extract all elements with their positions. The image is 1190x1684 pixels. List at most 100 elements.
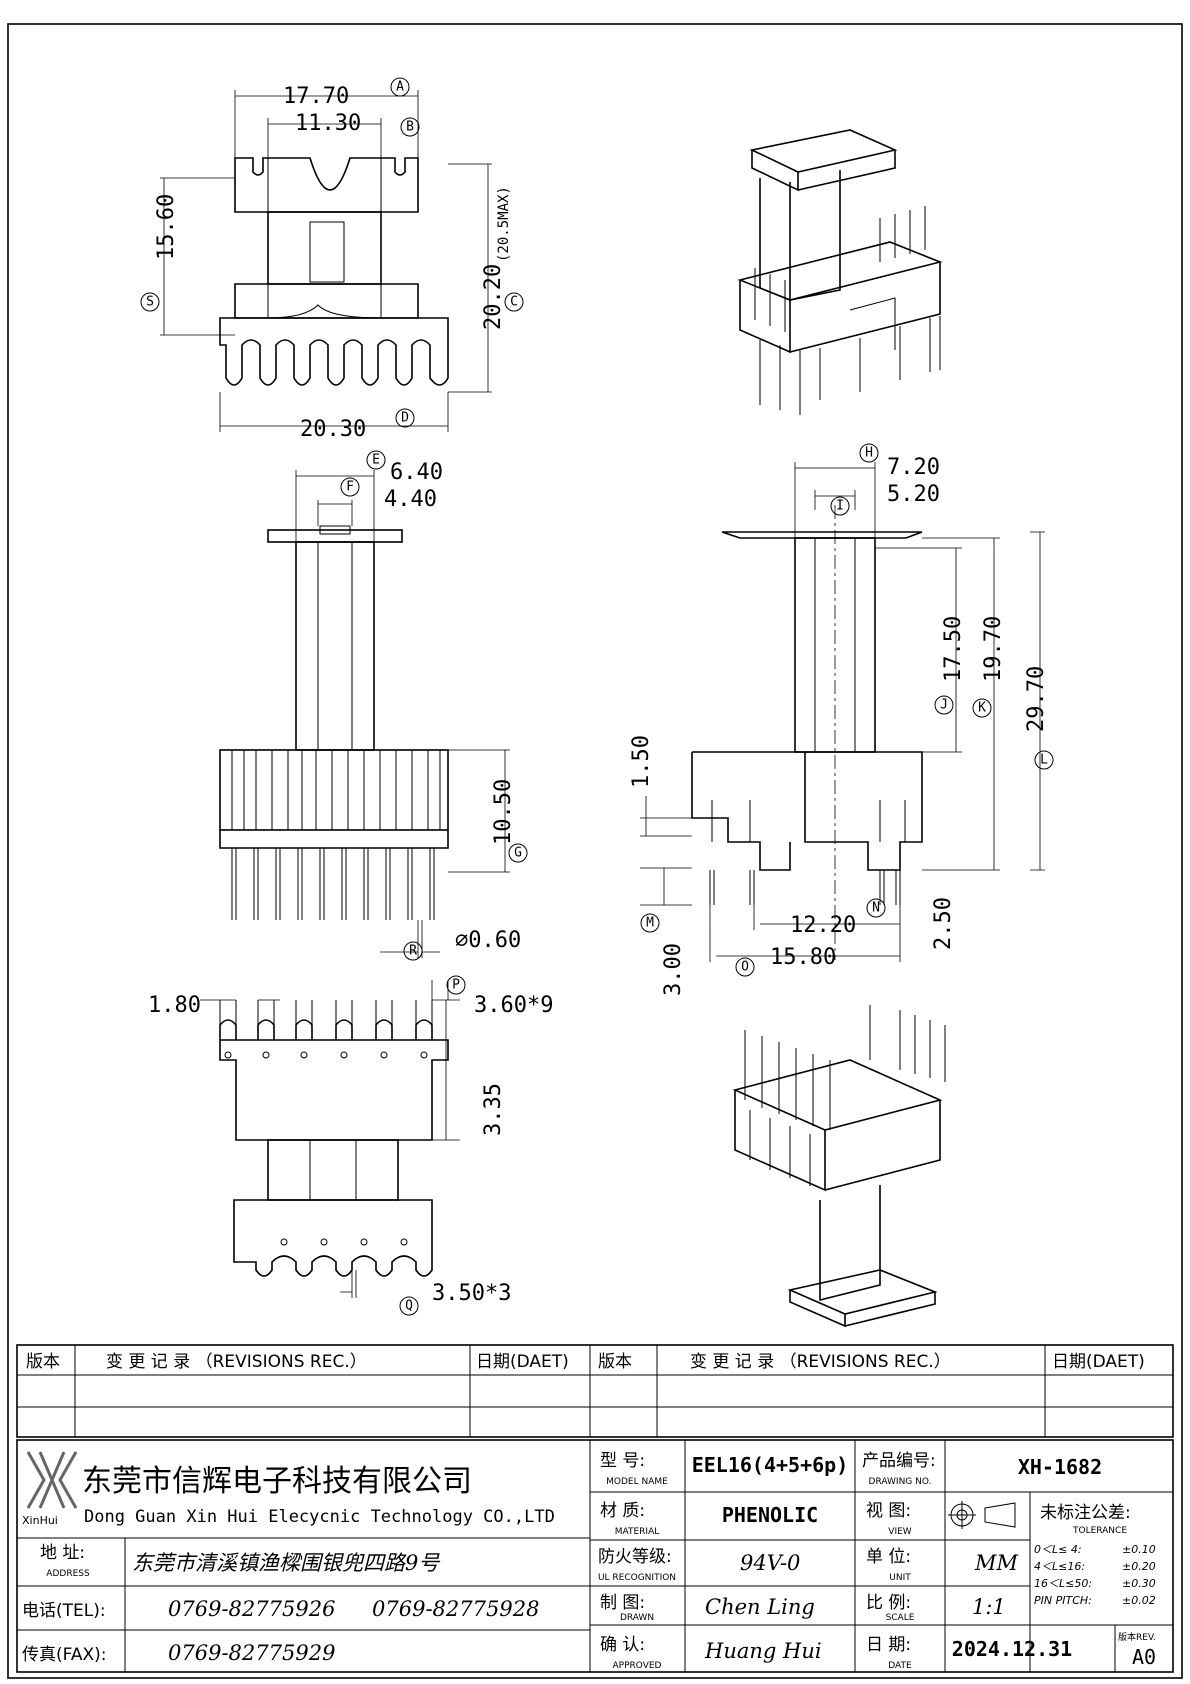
dim-f: 4.40 [384, 487, 437, 512]
marker-m: M [646, 916, 654, 931]
rev-label: 版本REV. [1118, 1631, 1156, 1643]
dim-o: 15.80 [770, 945, 836, 970]
rev-col-date-left: 日期(DAET) [476, 1352, 569, 1372]
rev-col-version-left: 版本 [26, 1352, 60, 1372]
material-label: 材 质: [600, 1501, 645, 1521]
marker-a: A [396, 80, 404, 95]
marker-f: F [346, 480, 354, 495]
tolerance-value-3: ±0.30 [1122, 1577, 1156, 1590]
drawn-value: Chen Ling [705, 1595, 815, 1619]
approved-sub: APPROVED [613, 1661, 662, 1671]
bottom-view [200, 980, 460, 1298]
address-sub: ADDRESS [46, 1569, 90, 1579]
dim-side-top: 1.50 [629, 735, 654, 788]
fax-label: 传真(FAX): [22, 1645, 107, 1665]
dim-j: 17.50 [941, 616, 966, 682]
dim-m: 3.00 [661, 943, 686, 996]
tolerance-value-4: ±0.02 [1122, 1594, 1156, 1607]
tel-1: 0769-82775926 [168, 1597, 335, 1621]
drawn-label: 制 图: [600, 1593, 645, 1613]
dim-q: 3.50*3 [432, 1281, 511, 1306]
drawing-no-value: XH-1682 [1018, 1455, 1102, 1479]
marker-c: C [510, 295, 518, 310]
tolerance-range-4: PIN PITCH: [1034, 1594, 1092, 1607]
date-value: 2024.12.31 [952, 1637, 1072, 1661]
marker-h: H [865, 446, 873, 461]
dim-p: 3.60*9 [474, 993, 553, 1018]
view-label: 视 图: [866, 1501, 911, 1521]
dim-k: 19.70 [981, 616, 1006, 682]
dim-n-right: 2.50 [931, 897, 956, 950]
address-label: 地 址: [40, 1543, 85, 1563]
marker-i: I [836, 499, 844, 514]
rev-col-date-right: 日期(DAET) [1052, 1352, 1145, 1372]
marker-b: B [406, 120, 414, 135]
rev-col-version-right: 版本 [598, 1352, 632, 1372]
dim-b: 11.30 [295, 111, 361, 136]
unit-value: MM [974, 1551, 1019, 1575]
marker-j: J [940, 698, 948, 713]
tel-2: 0769-82775928 [372, 1597, 539, 1621]
drawing-no-sub: DRAWING NO. [869, 1477, 932, 1487]
drawn-sub: DRAWN [620, 1613, 654, 1623]
model-label: 型 号: [600, 1451, 645, 1471]
top-view [160, 90, 492, 432]
marker-d: D [401, 411, 409, 426]
company-name-en: Dong Guan Xin Hui Elecycnic Technology C… [84, 1507, 555, 1527]
marker-l: L [1040, 753, 1048, 768]
tolerance-range-3: 16＜L≤50: [1034, 1577, 1092, 1590]
drawing-no-label: 产品编号: [862, 1451, 936, 1471]
projection-symbol-icon [948, 1501, 1016, 1529]
marker-g: G [514, 846, 522, 861]
marker-k: K [978, 701, 986, 716]
scale-sub: SCALE [886, 1613, 915, 1623]
scale-label: 比 例: [866, 1593, 911, 1613]
dim-l: 29.70 [1024, 666, 1049, 732]
dimension-labels: 17.70 11.30 15.60 20.20 (20.5MAX) 20.30 … [148, 84, 1049, 1306]
tolerance-range-1: 0＜L≤ 4: [1034, 1543, 1082, 1556]
logo-caption: XinHui [22, 1514, 58, 1527]
marker-n: N [872, 901, 880, 916]
rev-col-record-right: 变 更 记 录 （REVISIONS REC.） [690, 1352, 951, 1372]
tolerance-range-2: 4＜L≤16: [1034, 1560, 1085, 1573]
address-value: 东莞市清溪镇渔樑围银兜四路9号 [132, 1551, 440, 1575]
dim-s: 15.60 [154, 194, 179, 260]
dim-i: 5.20 [887, 482, 940, 507]
material-value: PHENOLIC [722, 1503, 818, 1527]
title-block: XinHui 东莞市信辉电子科技有限公司 Dong Guan Xin Hui E… [16, 1439, 1174, 1673]
tolerance-sub: TOLERANCE [1072, 1526, 1127, 1536]
ul-sub: UL RECOGNITION [598, 1573, 676, 1583]
dim-bottom-height: 3.35 [481, 1083, 506, 1136]
unit-label: 单 位: [866, 1547, 911, 1567]
company-logo: XinHui [22, 1451, 78, 1527]
front-view [219, 470, 510, 958]
tolerance-value-1: ±0.10 [1122, 1543, 1156, 1556]
dim-d: 20.30 [300, 417, 366, 442]
marker-o: O [741, 960, 749, 975]
date-label: 日 期: [866, 1635, 911, 1655]
dim-r: ⌀0.60 [455, 928, 521, 953]
dim-c-note: (20.5MAX) [496, 186, 512, 262]
rev-col-record-left: 变 更 记 录 （REVISIONS REC.） [106, 1352, 367, 1372]
approved-label: 确 认: [600, 1635, 645, 1655]
company-name-cn: 东莞市信辉电子科技有限公司 [82, 1464, 472, 1499]
marker-r: R [409, 944, 417, 959]
marker-p: P [452, 978, 460, 993]
dim-e: 6.40 [390, 460, 443, 485]
dim-c: 20.20 [481, 264, 506, 330]
tel-label: 电话(TEL): [22, 1601, 106, 1621]
sheet-frame [7, 23, 1183, 1679]
model-value: EEL16(4+5+6p) [692, 1453, 849, 1477]
revisions-table: 版本 变 更 记 录 （REVISIONS REC.） 日期(DAET) 版本 … [16, 1344, 1174, 1438]
marker-e: E [372, 453, 380, 468]
fax-value: 0769-82775929 [168, 1641, 335, 1665]
side-view [640, 462, 1045, 962]
view-sub: VIEW [888, 1527, 911, 1537]
iso-view-top [737, 129, 943, 415]
iso-view-bottom [732, 1005, 946, 1328]
dim-n-top: 12.20 [790, 913, 856, 938]
tolerance-title: 未标注公差: [1040, 1503, 1131, 1523]
marker-q: Q [405, 1299, 413, 1314]
material-sub: MATERIAL [615, 1527, 660, 1537]
